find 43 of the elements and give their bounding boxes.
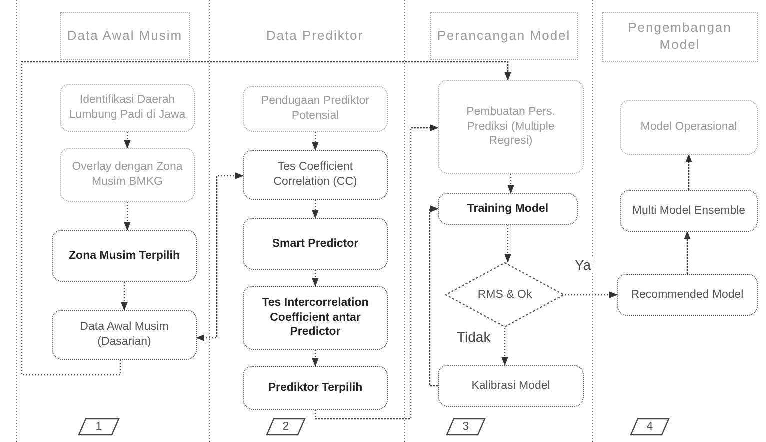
column-header: Data Awal Musim [60, 12, 190, 60]
arrow [508, 174, 514, 194]
arrow [684, 231, 691, 274]
column-header: Perancangan Model [430, 12, 578, 60]
column-header: Data Prediktor [245, 12, 385, 60]
process-box: Tes Coefficient Correlation (CC) [243, 150, 388, 200]
arrow [504, 225, 512, 263]
arrow [686, 154, 692, 190]
process-box: Tes Intercorrelation Coefficient antar Predictor [243, 286, 388, 350]
process-box: Identifikasi Daerah Lumbung Padi di Jawa [60, 84, 195, 132]
process-box: Multi Model Ensemble [620, 190, 758, 232]
step-number: 2 [266, 418, 306, 436]
arrow [312, 350, 319, 367]
step-number: 1 [78, 418, 120, 436]
process-box: Overlay dengan Zona Musim BMKG [60, 148, 195, 202]
process-box: Training Model [438, 193, 578, 225]
process-box: Smart Predictor [243, 218, 388, 270]
arrow [196, 172, 244, 342]
process-box: Model Operasional [620, 100, 758, 155]
column-header: Pengembangan Model [602, 12, 758, 62]
arrow [502, 328, 508, 366]
arrow [565, 292, 618, 298]
process-box: Zona Musim Terpilih [52, 230, 197, 282]
arrow [429, 206, 439, 387]
process-box: Pembuatan Pers. Prediksi (Multiple Regresi) [438, 80, 584, 174]
arrow [314, 124, 439, 420]
process-box: Recommended Model [617, 274, 758, 316]
step-number: 4 [630, 418, 670, 436]
arrow [124, 132, 131, 149]
arrow [124, 202, 131, 231]
edge-label: Tidak [455, 330, 493, 346]
process-box: Pendugaan Prediktor Potensial [243, 86, 388, 132]
arrow [312, 132, 319, 151]
arrow [21, 61, 512, 376]
process-box: Data Awal Musim (Dasarian) [52, 310, 197, 360]
arrow [121, 282, 128, 311]
arrow [312, 270, 319, 287]
edge-label: Ya [573, 258, 594, 274]
step-number: 3 [446, 418, 486, 436]
process-box: Prediktor Terpilih [243, 366, 388, 410]
process-box: Kalibrasi Model [438, 365, 584, 407]
arrow [312, 200, 319, 219]
decision-diamond: RMS & Ok [445, 262, 565, 328]
